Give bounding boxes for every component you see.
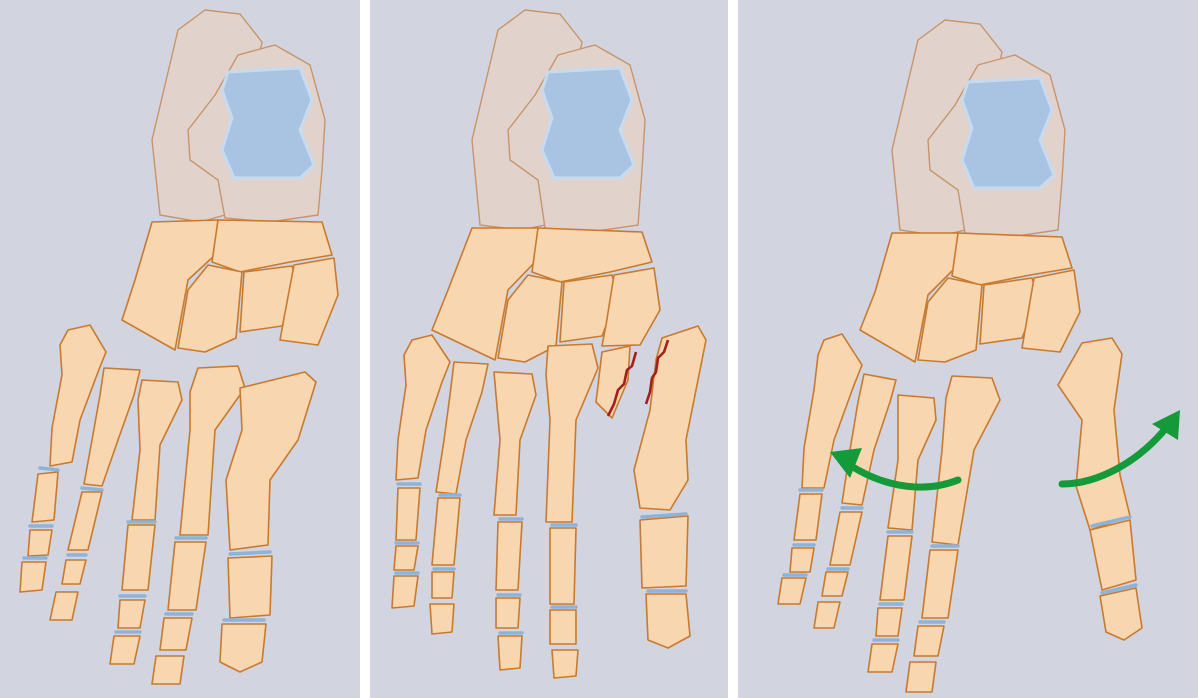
metatarsal-4 xyxy=(436,362,488,494)
phalanx-2-middle xyxy=(914,626,944,656)
phalanx-2-proximal xyxy=(168,542,206,610)
hindfoot-bones xyxy=(472,10,645,232)
phalanx-5-middle xyxy=(394,546,418,570)
phalanx-3-middle xyxy=(876,608,902,636)
joint-line xyxy=(230,552,270,554)
phalanx-4-proximal xyxy=(432,498,460,565)
talar-cartilage xyxy=(962,78,1054,188)
metatarsal-2 xyxy=(932,376,1000,545)
metatarsal-2 xyxy=(546,344,598,522)
phalanx-5-middle xyxy=(28,530,52,556)
phalanx-4-middle xyxy=(822,572,848,596)
talar-cartilage xyxy=(542,68,634,178)
phalanx-2-proximal xyxy=(550,528,576,604)
phalanx-3-middle xyxy=(496,598,520,628)
metatarsal-1-shaft xyxy=(634,326,706,510)
phalanx-4-distal xyxy=(814,602,840,628)
phalanx-4-proximal xyxy=(68,492,102,550)
joint-line xyxy=(82,488,102,490)
midfoot-bones xyxy=(860,233,1080,362)
phalanx-3-proximal xyxy=(496,522,522,590)
metatarsal-3 xyxy=(888,395,936,530)
phalanx-2-distal xyxy=(552,650,578,678)
metatarsal-1-displaced xyxy=(1058,338,1130,530)
phalanx-1-proximal xyxy=(228,556,272,618)
phalanx-1-proximal xyxy=(640,516,688,588)
phalanx-4-proximal xyxy=(830,512,862,565)
phalanx-4-distal xyxy=(430,604,454,634)
phalanx-3-distal xyxy=(868,644,898,672)
phalanx-2-middle xyxy=(160,618,192,650)
phalanx-2-distal xyxy=(152,656,184,684)
panel-2-drawing xyxy=(370,0,728,698)
talar-cartilage xyxy=(222,68,314,178)
phalanx-5-proximal xyxy=(794,494,822,540)
phalanx-4-middle xyxy=(62,560,86,584)
phalanx-5-distal xyxy=(392,576,418,608)
phalanx-3-distal xyxy=(110,636,140,664)
phalanx-1-distal xyxy=(646,594,690,648)
phalanx-4-middle xyxy=(432,572,454,598)
phalanx-5-middle xyxy=(790,548,814,572)
phalanx-1-proximal xyxy=(1090,520,1136,590)
phalanx-2-proximal xyxy=(922,550,958,618)
metatarsal-3 xyxy=(494,372,536,515)
phalanx-5-proximal xyxy=(396,488,420,540)
phalanx-5-distal xyxy=(20,562,46,592)
phalanx-4-distal xyxy=(50,592,78,620)
panel-normal-foot xyxy=(0,0,360,698)
metatarsal-3 xyxy=(132,380,182,520)
phalanx-3-distal xyxy=(498,636,522,670)
hindfoot-bones xyxy=(152,10,325,222)
panel-3-drawing xyxy=(738,0,1198,698)
phalanx-1-distal xyxy=(1100,588,1142,640)
panel-displaced-foot xyxy=(738,0,1198,698)
phalanx-5-distal xyxy=(778,578,806,604)
metatarsal-1 xyxy=(226,372,316,550)
panel-fracture-foot xyxy=(370,0,728,698)
phalanx-3-proximal xyxy=(122,525,155,590)
joint-line xyxy=(40,468,58,470)
phalanx-3-middle xyxy=(118,600,145,628)
phalanx-2-middle xyxy=(550,610,576,644)
hindfoot-bones xyxy=(892,20,1065,237)
panel-1-drawing xyxy=(0,0,360,698)
phalanx-1-distal xyxy=(220,624,266,672)
phalanx-3-proximal xyxy=(880,536,912,600)
phalanx-5-proximal xyxy=(32,472,58,522)
midfoot-bones xyxy=(122,220,338,352)
phalanx-2-distal xyxy=(906,662,936,692)
midfoot-bones xyxy=(432,228,660,362)
